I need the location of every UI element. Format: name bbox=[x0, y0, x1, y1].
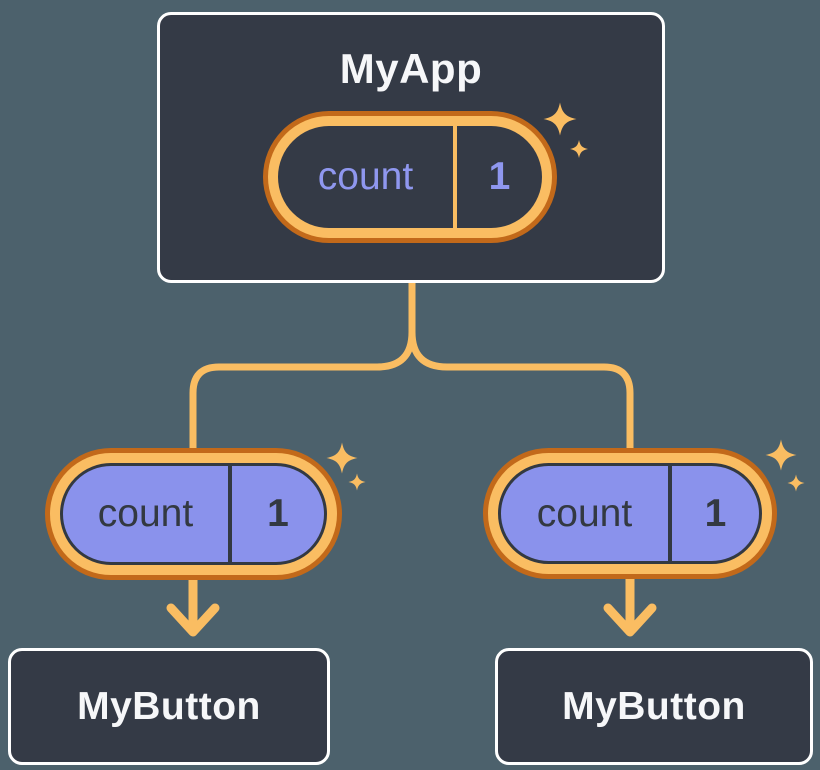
state-label: count bbox=[97, 492, 194, 535]
state-value: 1 bbox=[267, 492, 289, 535]
state-pill-left: count 1 bbox=[45, 448, 342, 580]
arrow-down-right-icon bbox=[603, 569, 657, 637]
sparkle-icon bbox=[348, 473, 366, 491]
state-pill-ring: count 1 bbox=[268, 116, 552, 238]
mybutton-node-right: MyButton bbox=[495, 648, 813, 765]
state-pill-ring: count 1 bbox=[488, 453, 772, 574]
sparkle-icon bbox=[765, 439, 797, 471]
state-divider bbox=[228, 466, 232, 562]
state-value: 1 bbox=[488, 155, 511, 198]
state-pill-ring: count 1 bbox=[50, 453, 337, 575]
state-pill-right: count 1 bbox=[483, 448, 777, 579]
sparkle-icon bbox=[787, 474, 805, 492]
state-divider bbox=[668, 466, 672, 561]
connector-root-to-right bbox=[408, 331, 634, 450]
connector-root-to-left bbox=[189, 283, 416, 450]
mybutton-left-title: MyButton bbox=[77, 684, 261, 728]
arrow-down-left-icon bbox=[166, 571, 220, 637]
state-label: count bbox=[536, 491, 633, 535]
state-label: count bbox=[317, 155, 414, 198]
state-divider bbox=[453, 126, 457, 228]
state-pill-root: count 1 bbox=[263, 111, 557, 243]
sparkle-icon bbox=[326, 442, 358, 474]
myapp-title: MyApp bbox=[339, 45, 483, 92]
mybutton-right-title: MyButton bbox=[562, 684, 746, 728]
mybutton-node-left: MyButton bbox=[8, 648, 330, 765]
state-value: 1 bbox=[704, 491, 727, 535]
